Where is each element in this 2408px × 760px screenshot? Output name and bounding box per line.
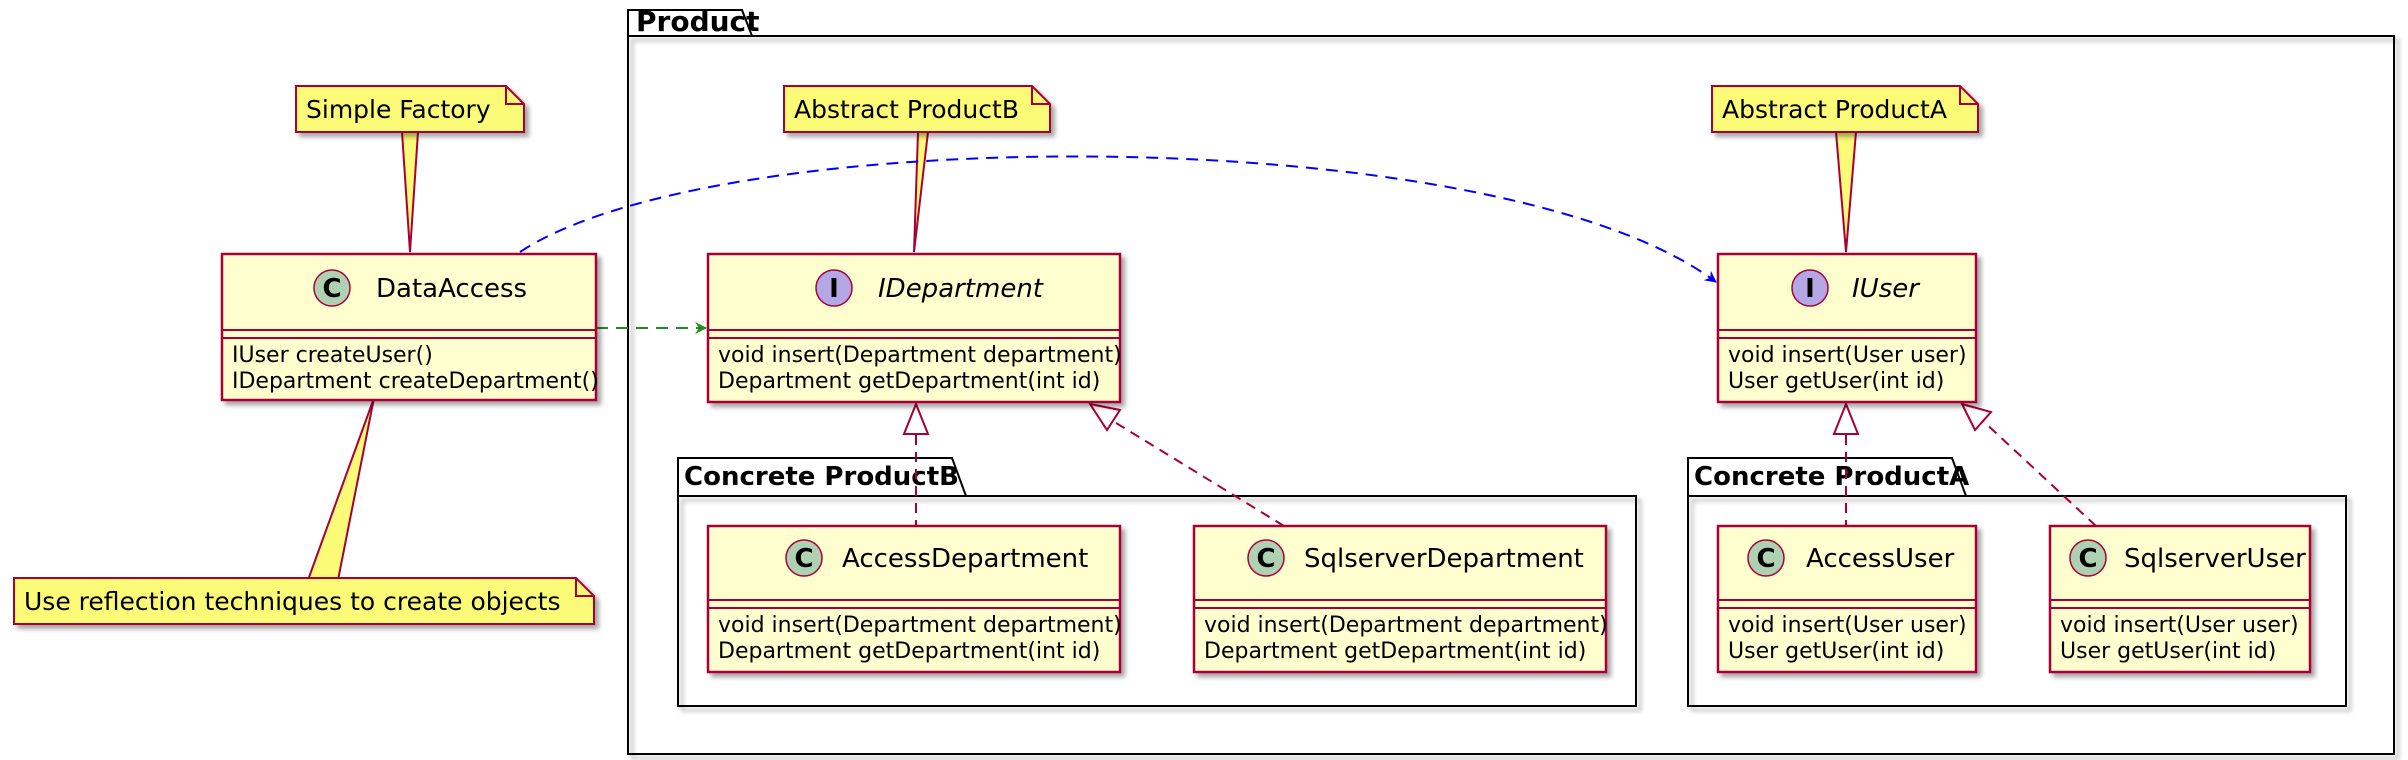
note-connector-reflection bbox=[307, 397, 375, 581]
interface-idepartment-method-1: Department getDepartment(int id) bbox=[718, 369, 1100, 394]
class-accessdepartment-method-0: void insert(Department department) bbox=[718, 613, 1122, 638]
interface-idepartment-name: IDepartment bbox=[878, 274, 1044, 304]
class-sqlserverdepartment-method-0: void insert(Department department) bbox=[1204, 613, 1608, 638]
note-reflection bbox=[13, 577, 595, 625]
note-simple-factory bbox=[295, 85, 525, 133]
class-sqlserverdepartment-method-1: Department getDepartment(int id) bbox=[1204, 639, 1586, 664]
note-connector-abstract-a bbox=[1835, 131, 1857, 253]
class-sqlserveruser-name: SqlserverUser bbox=[2124, 544, 2306, 574]
note-connector-simple-factory bbox=[401, 131, 419, 253]
interface-iuser[interactable] bbox=[1716, 252, 1978, 404]
realization-sqlserverdepartment-idepartment bbox=[1087, 402, 1285, 527]
class-dataaccess-method-0: IUser createUser() bbox=[232, 343, 433, 368]
class-accessdepartment-name: AccessDepartment bbox=[842, 544, 1088, 574]
class-accessdepartment[interactable] bbox=[706, 524, 1122, 674]
class-sqlserverdepartment-name: SqlserverDepartment bbox=[1304, 544, 1584, 574]
package-concrete-productb-title: Concrete ProductB bbox=[684, 462, 959, 492]
class-stereotype-letter: C bbox=[322, 274, 341, 304]
note-abstract-productb-text: Abstract ProductB bbox=[794, 95, 1019, 124]
note-abstract-productb bbox=[783, 85, 1051, 133]
class-stereotype-icon: C bbox=[313, 269, 351, 307]
class-stereotype-icon: C bbox=[1747, 539, 1785, 577]
note-connector-abstract-b bbox=[913, 131, 929, 253]
note-abstract-producta bbox=[1711, 85, 1979, 133]
class-stereotype-icon: C bbox=[785, 539, 823, 577]
package-concrete-producta: Concrete ProductA bbox=[1687, 457, 2347, 707]
package-product-title: Product bbox=[636, 5, 760, 38]
dependency-arrow-dataaccess-iuser bbox=[519, 155, 1717, 283]
package-concrete-producta-title: Concrete ProductA bbox=[1694, 462, 1969, 492]
class-sqlserveruser-method-0: void insert(User user) bbox=[2060, 613, 2299, 638]
class-accessuser-method-0: void insert(User user) bbox=[1728, 613, 1967, 638]
class-accessdepartment-method-1: Department getDepartment(int id) bbox=[718, 639, 1100, 664]
class-stereotype-letter: C bbox=[1756, 544, 1775, 574]
note-abstract-producta-text: Abstract ProductA bbox=[1722, 95, 1947, 124]
realization-sqlserveruser-iuser bbox=[1960, 402, 2097, 527]
package-concrete-productb: Concrete ProductB bbox=[677, 457, 1637, 707]
interface-iuser-name: IUser bbox=[1852, 274, 1921, 304]
class-dataaccess[interactable] bbox=[220, 252, 598, 402]
interface-idepartment-method-0: void insert(Department department) bbox=[718, 343, 1122, 368]
class-stereotype-letter: C bbox=[2078, 544, 2097, 574]
interface-stereotype-letter: I bbox=[829, 274, 839, 304]
class-dataaccess-method-1: IDepartment createDepartment() bbox=[232, 369, 599, 394]
realization-accessuser-iuser bbox=[1832, 401, 1860, 530]
class-accessuser-method-1: User getUser(int id) bbox=[1728, 639, 1944, 664]
interface-iuser-method-0: void insert(User user) bbox=[1728, 343, 1967, 368]
class-stereotype-icon: C bbox=[1247, 539, 1285, 577]
package-product: Product bbox=[627, 5, 2395, 755]
class-sqlserveruser-method-1: User getUser(int id) bbox=[2060, 639, 2276, 664]
class-stereotype-letter: C bbox=[1256, 544, 1275, 574]
class-accessuser-name: AccessUser bbox=[1806, 544, 1955, 574]
class-stereotype-letter: C bbox=[794, 544, 813, 574]
interface-stereotype-letter: I bbox=[1805, 274, 1815, 304]
realization-accessdepartment-idepartment bbox=[902, 401, 930, 530]
interface-iuser-method-1: User getUser(int id) bbox=[1728, 369, 1944, 394]
class-stereotype-icon: C bbox=[2069, 539, 2107, 577]
class-dataaccess-name: DataAccess bbox=[376, 274, 527, 304]
note-reflection-text: Use reflection techniques to create obje… bbox=[24, 587, 561, 616]
interface-stereotype-icon: I bbox=[815, 269, 853, 307]
note-simple-factory-text: Simple Factory bbox=[306, 95, 491, 124]
interface-stereotype-icon: I bbox=[1791, 269, 1829, 307]
interface-idepartment[interactable] bbox=[706, 252, 1122, 404]
